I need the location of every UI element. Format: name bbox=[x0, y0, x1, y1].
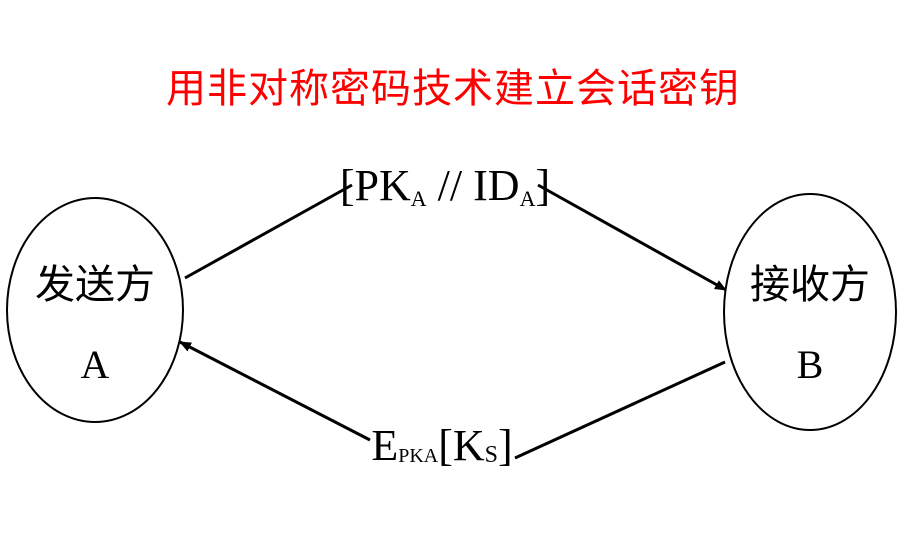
top-message-sub-a2: A bbox=[520, 186, 536, 211]
top-message-close: ] bbox=[535, 161, 550, 210]
receiver-name: 接收方 bbox=[750, 262, 870, 307]
top-message-id: // ID bbox=[427, 161, 520, 210]
receiver-node bbox=[723, 193, 897, 431]
top-arrow bbox=[537, 183, 727, 292]
bottom-message-sub-pka: PKA bbox=[398, 445, 439, 467]
sender-name: 发送方 bbox=[35, 262, 155, 307]
bottom-message-sub-s: S bbox=[485, 442, 498, 468]
sender-id: A bbox=[81, 342, 110, 387]
top-arrow-line-left bbox=[184, 183, 353, 280]
bottom-message-k: [K bbox=[438, 421, 485, 470]
bottom-message-e: E bbox=[371, 421, 398, 470]
bottom-arrow-line-right bbox=[514, 360, 726, 460]
top-message-sub-a: A bbox=[411, 186, 427, 211]
bottom-message: EPKA[KS] bbox=[371, 421, 512, 470]
receiver-id: B bbox=[797, 342, 824, 387]
bottom-arrow bbox=[179, 340, 371, 442]
top-message: [PKA // IDA] bbox=[340, 161, 550, 211]
diagram-title: 用非对称密码技术建立会话密钥 bbox=[166, 66, 740, 112]
sender-node bbox=[6, 197, 184, 423]
top-message-pk: [PK bbox=[340, 161, 411, 210]
bottom-message-close: ] bbox=[498, 421, 513, 470]
